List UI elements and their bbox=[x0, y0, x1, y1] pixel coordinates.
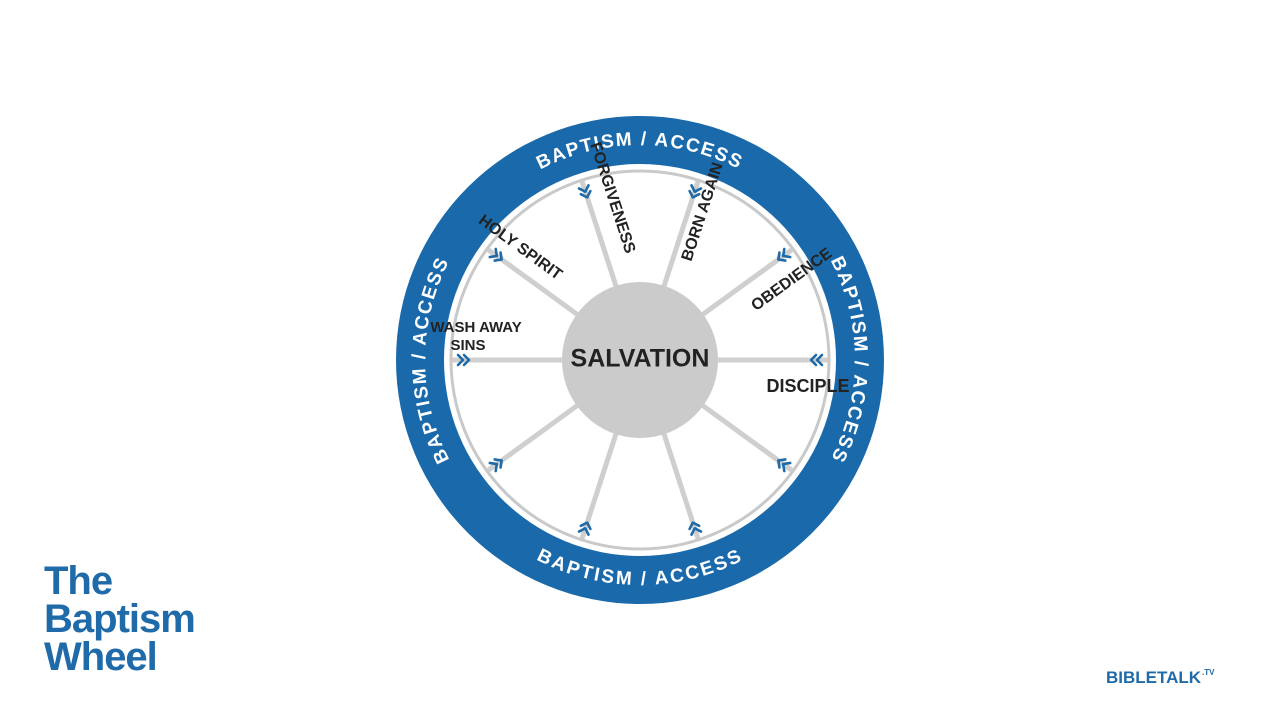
spoke-label-wash-away-sins: WASH AWAY SINS bbox=[430, 319, 525, 354]
bibletalk-logo: BIBLETALK.TV bbox=[1106, 668, 1215, 688]
chevron-icon bbox=[809, 353, 824, 367]
chevron-icon bbox=[777, 458, 792, 473]
spoke-line-spoke-8 bbox=[659, 425, 701, 540]
logo-suffix: .TV bbox=[1202, 668, 1215, 677]
chevron-icon bbox=[488, 247, 503, 262]
hub-label: SALVATION bbox=[571, 345, 710, 373]
spoke-line-spoke-7 bbox=[695, 399, 794, 473]
spoke-line-obedience bbox=[695, 247, 794, 321]
spoke-line-holy-spirit bbox=[486, 247, 585, 321]
chevron-icon bbox=[488, 458, 503, 473]
page-title: The Baptism Wheel bbox=[44, 559, 196, 679]
title-line-2: Baptism bbox=[44, 597, 196, 641]
spokes bbox=[452, 180, 828, 540]
spoke-line-spoke-10 bbox=[486, 399, 585, 473]
logo-text: BIBLETALK bbox=[1106, 668, 1202, 687]
inner-ring bbox=[449, 169, 831, 551]
spoke-line-forgiveness bbox=[579, 180, 621, 295]
chevron-icon bbox=[688, 184, 703, 199]
chevron-icon bbox=[577, 521, 592, 536]
spoke-label-disciple: DISCIPLE bbox=[766, 376, 849, 396]
spoke-line-spoke-9 bbox=[579, 425, 621, 540]
chevron-icon bbox=[688, 521, 703, 536]
chevron-icon bbox=[577, 184, 592, 199]
chevron-icon bbox=[456, 353, 471, 367]
title-line-1: The bbox=[44, 559, 113, 603]
spoke-line-born-again bbox=[659, 180, 701, 295]
chevron-icon bbox=[777, 247, 792, 262]
title-line-3: Wheel bbox=[44, 635, 158, 679]
hub bbox=[562, 282, 718, 438]
